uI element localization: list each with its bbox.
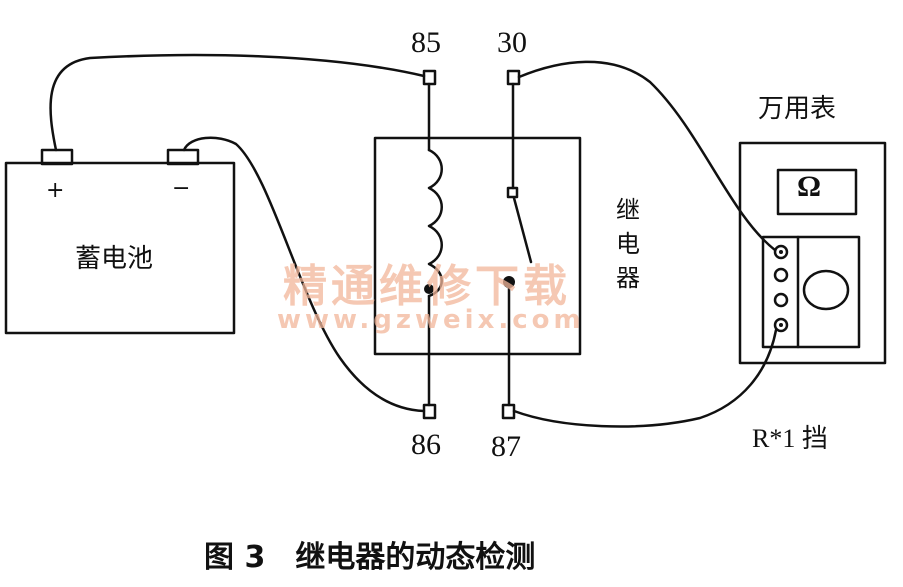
- terminal-87: [501, 403, 516, 420]
- meter-jack-2: [773, 267, 789, 283]
- battery-label: 蓄电池: [75, 244, 154, 274]
- meter-jack-1: [773, 244, 789, 260]
- terminal-85-label: 85: [411, 26, 441, 59]
- wire-87-to-meter: [512, 328, 778, 428]
- ohm-symbol: Ω: [797, 170, 822, 203]
- fixed-contact-30: [506, 186, 519, 199]
- terminal-86: [422, 403, 437, 420]
- battery-plus-sign: +: [46, 178, 65, 203]
- terminal-85: [422, 69, 437, 86]
- watermark-text: 精通维修下载: [283, 261, 571, 312]
- multimeter-panel: [761, 235, 861, 349]
- wire-30-to-meter: [517, 60, 777, 252]
- multimeter-title: 万用表: [758, 94, 837, 124]
- multimeter-dial: [802, 269, 850, 311]
- relay-coil: [427, 148, 443, 298]
- relay-box: [373, 136, 582, 356]
- multimeter-display: [776, 168, 858, 216]
- meter-jack-4: [773, 317, 789, 333]
- relay-label-char-2: 电: [616, 230, 640, 258]
- relay-label-char-1: 继: [616, 196, 640, 224]
- terminal-30: [506, 69, 521, 86]
- contact-87-dot: [503, 276, 515, 288]
- wire-battery-plus-to-85: [49, 53, 426, 152]
- terminal-30-label: 30: [497, 26, 527, 59]
- wire-battery-minus-to-86: [182, 136, 426, 413]
- meter-range-label: R*1 挡: [752, 424, 828, 453]
- battery-body: [4, 161, 236, 335]
- meter-jack-3: [773, 292, 789, 308]
- figure-caption: 图 3 继电器的动态检测: [204, 540, 536, 575]
- coil-junction-dot: [424, 284, 434, 294]
- switch-arm: [512, 196, 533, 264]
- watermark-url: www.gzweix.com: [277, 305, 585, 335]
- relay-label-char-3: 器: [616, 264, 640, 292]
- multimeter-body: [738, 141, 887, 365]
- terminal-86-label: 86: [411, 428, 441, 461]
- battery-minus-sign: −: [172, 176, 191, 201]
- terminal-87-label: 87: [491, 430, 521, 463]
